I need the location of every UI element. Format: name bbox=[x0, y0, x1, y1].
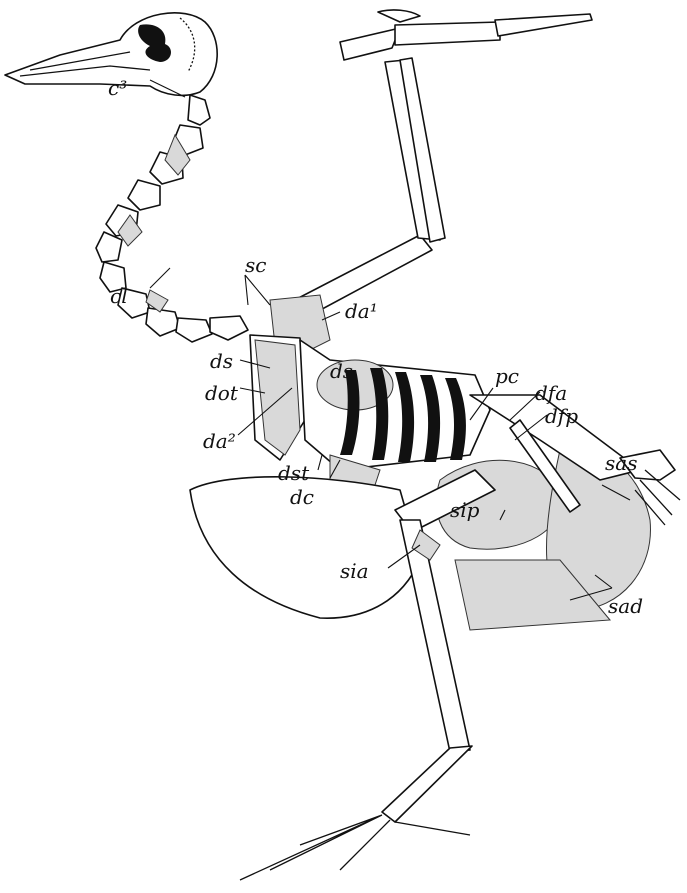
label-da2: da² bbox=[203, 429, 236, 453]
label-dst: dst bbox=[278, 461, 310, 485]
label-dfa: dfa bbox=[535, 381, 567, 405]
label-da1: da¹ bbox=[345, 299, 378, 323]
label-dfp: dfp bbox=[545, 404, 578, 428]
label-c3: c³ bbox=[108, 76, 127, 100]
label-pc: pc bbox=[495, 364, 519, 388]
label-sas: sas bbox=[605, 451, 637, 475]
label-sad: sad bbox=[608, 594, 643, 618]
label-dc: dc bbox=[290, 485, 314, 509]
label-ds-center: ds bbox=[330, 359, 353, 383]
label-sc: sc bbox=[245, 253, 266, 277]
wing-bones bbox=[285, 10, 592, 322]
label-sia: sia bbox=[340, 559, 369, 583]
label-ds-left: ds bbox=[210, 349, 233, 373]
label-cl: cl bbox=[110, 284, 128, 308]
label-sip: sip bbox=[450, 498, 480, 522]
label-dot: dot bbox=[205, 381, 239, 405]
